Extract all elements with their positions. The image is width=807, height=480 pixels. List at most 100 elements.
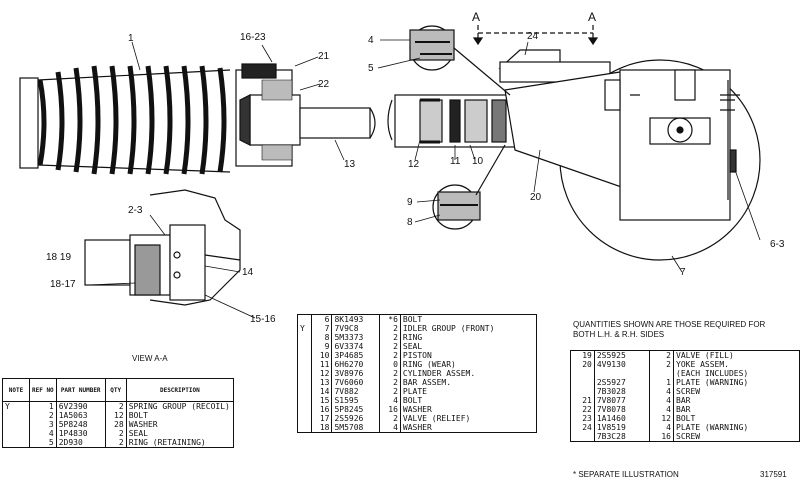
parts-table-1: NOTE REF NO PART NUMBER QTY DESCRIPTION … — [2, 378, 235, 448]
cell-qty: 28 — [105, 420, 127, 429]
section-label-a-left: A — [472, 10, 481, 24]
col-part: PART NUMBER — [56, 378, 106, 402]
callout-9: 9 — [407, 197, 413, 208]
cell-note — [297, 314, 312, 324]
cell-ref — [570, 378, 595, 387]
cell-desc: BOLT — [400, 396, 538, 405]
cell-ref: 12 — [311, 369, 333, 378]
cell-ref: 15 — [311, 396, 333, 405]
cell-qty: 2 — [379, 378, 401, 387]
cell-desc: PISTON — [400, 351, 538, 360]
cell-qty: 2 — [379, 387, 401, 396]
cell-part: 2S5927 — [594, 378, 651, 387]
callout-6-3: 6-3 — [770, 239, 785, 250]
col-ref: REF NO — [29, 378, 57, 402]
cell-qty: *6 — [379, 314, 401, 324]
callout-10: 10 — [472, 156, 484, 167]
col-note: NOTE — [2, 378, 30, 402]
cell-qty: 2 — [379, 414, 401, 423]
cell-ref: 4 — [29, 429, 57, 438]
callout-21: 21 — [318, 51, 330, 62]
cell-qty: 2 — [379, 324, 401, 333]
footnote: * SEPARATE ILLUSTRATION — [573, 470, 679, 479]
cell-part — [594, 369, 651, 378]
cell-qty — [649, 369, 674, 378]
cell-note — [297, 369, 312, 378]
cell-part: 1A5063 — [56, 411, 106, 420]
cell-desc: BAR — [673, 396, 800, 405]
cell-qty: 2 — [105, 438, 127, 448]
cell-ref: 11 — [311, 360, 333, 369]
callout-18-19: 18 19 — [46, 252, 72, 263]
callout-24: 24 — [527, 31, 539, 42]
cell-note: Y — [297, 324, 312, 333]
cell-qty: 2 — [379, 369, 401, 378]
cell-qty: 1 — [649, 378, 674, 387]
cell-qty: 16 — [649, 432, 674, 442]
cell-qty: 12 — [649, 414, 674, 423]
cell-qty: 2 — [379, 342, 401, 351]
cell-part: 7V8078 — [594, 405, 651, 414]
cell-part: 5M3373 — [331, 333, 381, 342]
cell-ref: 24 — [570, 423, 595, 432]
cell-part: 6V3374 — [331, 342, 381, 351]
cell-part: 5P8248 — [56, 420, 106, 429]
cell-qty: 4 — [649, 387, 674, 396]
cell-note — [297, 378, 312, 387]
cell-note — [297, 423, 312, 433]
cell-desc: WASHER — [400, 405, 538, 414]
section-label-a-right: A — [588, 10, 597, 24]
cell-part: 7V6060 — [331, 378, 381, 387]
table-row: (EACH INCLUDES) — [570, 369, 800, 378]
cell-part: 2D930 — [56, 438, 106, 448]
cell-qty: 12 — [105, 411, 127, 420]
cell-desc: BAR ASSEM. — [400, 378, 538, 387]
callout-5: 5 — [368, 63, 374, 74]
cell-ref: 22 — [570, 405, 595, 414]
view-caption: VIEW A-A — [132, 354, 168, 363]
cell-note — [297, 333, 312, 342]
cell-desc: PLATE — [400, 387, 538, 396]
cell-part: 5M5708 — [331, 423, 381, 433]
cell-note — [297, 405, 312, 414]
cell-ref: 2 — [29, 411, 57, 420]
cell-part: S1595 — [331, 396, 381, 405]
cell-ref: 9 — [311, 342, 333, 351]
cell-desc: WASHER — [126, 420, 235, 429]
cell-note — [297, 396, 312, 405]
cell-ref: 21 — [570, 396, 595, 405]
bar-assembly — [299, 99, 393, 141]
cell-note — [297, 360, 312, 369]
figure-number: 317591 — [760, 470, 787, 479]
cell-ref: 23 — [570, 414, 595, 423]
cell-part: 6V2390 — [56, 401, 106, 411]
cell-desc: IDLER GROUP (FRONT) — [400, 324, 538, 333]
cell-ref: 8 — [311, 333, 333, 342]
callout-11: 11 — [450, 156, 461, 167]
cell-part: 2S5926 — [331, 414, 381, 423]
cell-ref — [570, 387, 595, 396]
cell-part: 7B3C28 — [594, 432, 651, 442]
cell-desc: CYLINDER ASSEM. — [400, 369, 538, 378]
col-desc: DESCRIPTION — [126, 378, 235, 402]
cell-note — [297, 351, 312, 360]
cell-note: Y — [2, 401, 30, 411]
callout-15-16: 15-16 — [250, 314, 276, 325]
